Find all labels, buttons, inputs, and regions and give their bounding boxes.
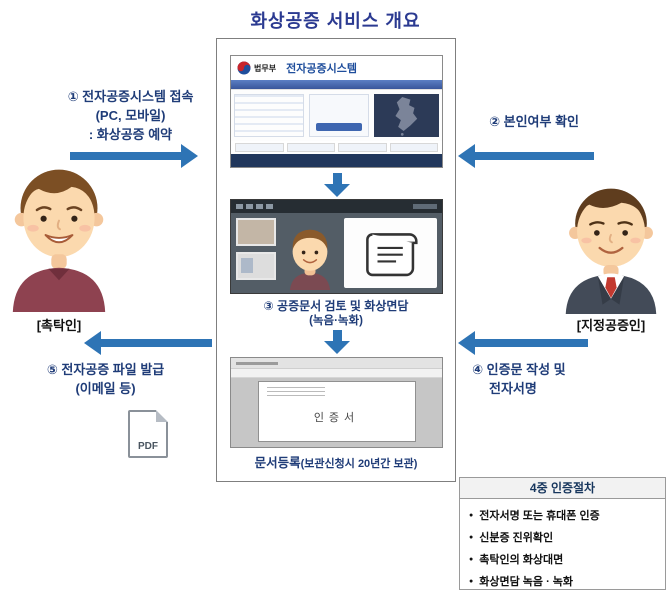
- auth-item: 전자서명 또는 휴대폰 인증: [469, 505, 656, 527]
- step1-line1: ① 전자공증시스템 접속: [67, 89, 194, 104]
- website-banner-row: [231, 141, 442, 154]
- website-map-panel: [374, 94, 439, 137]
- client-illustration: [12, 169, 106, 312]
- document-viewer-screenshot: 인증서: [230, 357, 443, 448]
- website-login-box: [309, 94, 369, 137]
- register-label-bold: 문서등록: [254, 456, 301, 470]
- step1-line2: (PC, 모바일): [95, 108, 166, 123]
- document-viewer-page-area: 인증서: [231, 378, 442, 447]
- auth-item: 화상면담 녹음 · 녹화: [469, 571, 656, 593]
- page-fold-corner: [156, 410, 168, 422]
- step2-arrow: [458, 144, 594, 168]
- step4-label: ④ 인증문 작성 및 전자서명: [472, 360, 622, 398]
- enotary-website-screenshot: 법무부 전자공증시스템: [230, 55, 443, 168]
- page-title: 화상공증 서비스 개요: [250, 11, 421, 31]
- flow-arrow-down-1: [324, 173, 350, 197]
- pdf-label: PDF: [138, 441, 158, 452]
- step5-line1: ⑤ 전자공증 파일 발급: [46, 362, 165, 377]
- certificate-header-lines: [266, 387, 325, 396]
- website-header: 법무부 전자공증시스템: [231, 56, 442, 80]
- website-navbar: [231, 80, 442, 89]
- step1-line3: : 화상공증 예약: [88, 127, 173, 142]
- certificate-title: 인증서: [313, 412, 360, 424]
- step3-label: ③ 공증문서 검토 및 화상면담 (녹음·녹화): [217, 298, 455, 329]
- video-call-screenshot: [230, 199, 443, 294]
- id-card-thumbnail: [236, 252, 276, 280]
- step1-arrow: [70, 144, 198, 168]
- auth-items-list: 전자서명 또는 휴대폰 인증 신분증 진위확인 촉탁인의 화상대면 화상면담 녹…: [460, 499, 665, 595]
- video-stage: [231, 213, 442, 293]
- step2-line1: ② 본인여부 확인: [489, 114, 579, 129]
- register-label-rest: (보관신청시 20년간 보관): [300, 458, 418, 470]
- document-viewer-titlebar: [231, 358, 442, 369]
- step2-label: ② 본인여부 확인: [464, 112, 604, 131]
- scroll-document-icon: [365, 233, 418, 277]
- step4-line1: ④ 인증문 작성 및: [472, 362, 566, 377]
- auth-panel-title: 4중 인증절차: [460, 478, 665, 499]
- auth-item: 신분증 진위확인: [469, 527, 656, 549]
- certificate-page: 인증서: [257, 381, 416, 442]
- step5-arrow: [84, 331, 212, 355]
- step5-label: ⑤ 전자공증 파일 발급 (이메일 등): [8, 360, 203, 398]
- shared-document-panel: [344, 218, 437, 288]
- step4-line2: 전자서명: [489, 381, 537, 396]
- website-footer: [231, 154, 442, 167]
- step3-line1: ③ 공증문서 검토 및 화상면담: [263, 299, 409, 313]
- ministry-label: 법무부: [254, 63, 277, 73]
- auth-procedures-panel: 4중 인증절차 전자서명 또는 휴대폰 인증 신분증 진위확인 촉탁인의 화상대…: [459, 477, 666, 590]
- document-register-label: 문서등록(보관신청시 20년간 보관): [217, 452, 455, 472]
- korea-map-icon: [394, 96, 417, 136]
- pdf-file-icon: PDF: [128, 410, 168, 458]
- video-toolbar: [231, 200, 442, 213]
- moj-emblem-icon: [237, 61, 251, 75]
- notary-label: [지정공증인]: [576, 318, 646, 333]
- document-viewer-toolbar: [231, 369, 442, 378]
- client-face-illustration: [289, 229, 331, 290]
- step1-label: ① 전자공증시스템 접속 (PC, 모바일) : 화상공증 예약: [38, 87, 223, 144]
- website-notice-list: [234, 94, 304, 137]
- auth-item: 촉탁인의 화상대면: [469, 549, 656, 571]
- flow-arrow-down-2: [324, 330, 350, 354]
- system-name-label: 전자공증시스템: [286, 63, 357, 75]
- website-content: [231, 89, 442, 141]
- step3-line2: (녹음·녹화): [309, 315, 363, 327]
- id-photo-thumbnail: [236, 218, 276, 246]
- client-label: [촉탁인]: [36, 318, 82, 333]
- step5-line2: (이메일 등): [75, 381, 136, 396]
- step4-arrow: [458, 331, 588, 355]
- notary-illustration: [565, 188, 657, 314]
- main-flow-box: 법무부 전자공증시스템: [216, 38, 456, 482]
